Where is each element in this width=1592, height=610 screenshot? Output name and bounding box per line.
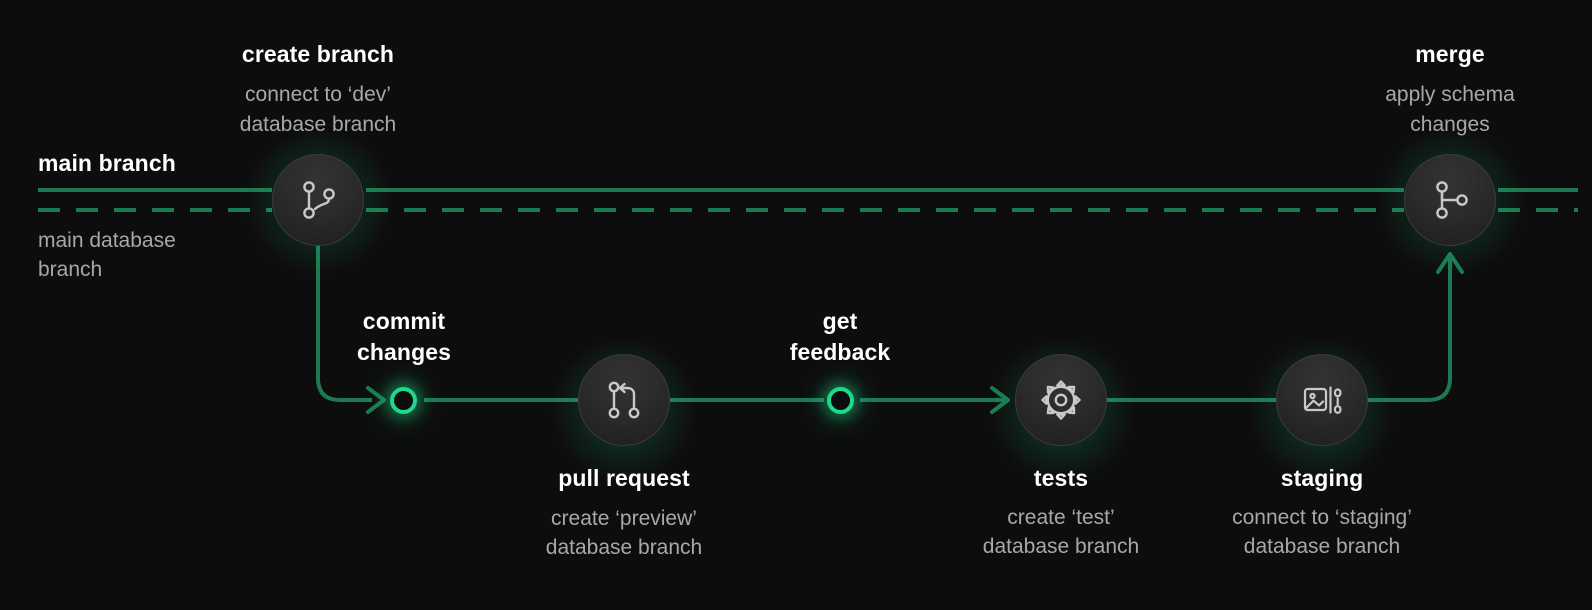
create-branch-subtitle-line1: connect to ‘dev’	[245, 83, 391, 106]
git-merge-icon	[1427, 177, 1473, 223]
pull-request-title: pull request	[558, 465, 690, 491]
create-branch-title: create branch	[241, 41, 395, 67]
branch-out-arrowhead	[366, 386, 386, 414]
tests-title: tests	[1033, 465, 1089, 491]
commit-changes-title-line2: changes	[356, 339, 452, 365]
create-branch-subtitle-line2: database branch	[239, 113, 397, 136]
merge-title: merge	[1415, 41, 1485, 67]
main-branch-label: main branch	[38, 150, 176, 176]
tests-subtitle-line2: database branch	[982, 535, 1140, 558]
merge-subtitle-line2: changes	[1410, 113, 1490, 136]
tests-arrowhead	[990, 386, 1010, 414]
gear-icon	[1038, 377, 1084, 423]
merge-subtitle-line1: apply schema	[1385, 83, 1515, 106]
get-feedback-title-line1: get	[822, 308, 858, 334]
feedback-dot-icon[interactable]	[827, 387, 854, 414]
image-binary-icon	[1299, 377, 1345, 423]
node-create-branch[interactable]	[272, 154, 364, 246]
merge-up-arrowhead	[1436, 252, 1464, 274]
merge-up-path	[1366, 258, 1452, 402]
commit-dot-icon[interactable]	[390, 387, 417, 414]
main-database-label-line1: main database	[38, 229, 176, 252]
get-feedback-title-line2: feedback	[789, 339, 891, 365]
tests-subtitle-line1: create ‘test’	[1007, 506, 1115, 529]
staging-subtitle-line2: database branch	[1243, 535, 1401, 558]
node-staging[interactable]	[1276, 354, 1368, 446]
commit-changes-title-line1: commit	[362, 308, 446, 334]
pull-request-subtitle-line1: create ‘preview’	[551, 507, 697, 530]
main-database-label-line2: branch	[38, 258, 103, 281]
pull-request-subtitle-line2: database branch	[545, 536, 703, 559]
node-merge[interactable]	[1404, 154, 1496, 246]
staging-title: staging	[1280, 465, 1364, 491]
node-pull-request[interactable]	[578, 354, 670, 446]
pull-request-icon	[601, 377, 647, 423]
node-tests[interactable]	[1015, 354, 1107, 446]
git-branch-icon	[295, 177, 341, 223]
staging-subtitle-line1: connect to ‘staging’	[1232, 506, 1412, 529]
